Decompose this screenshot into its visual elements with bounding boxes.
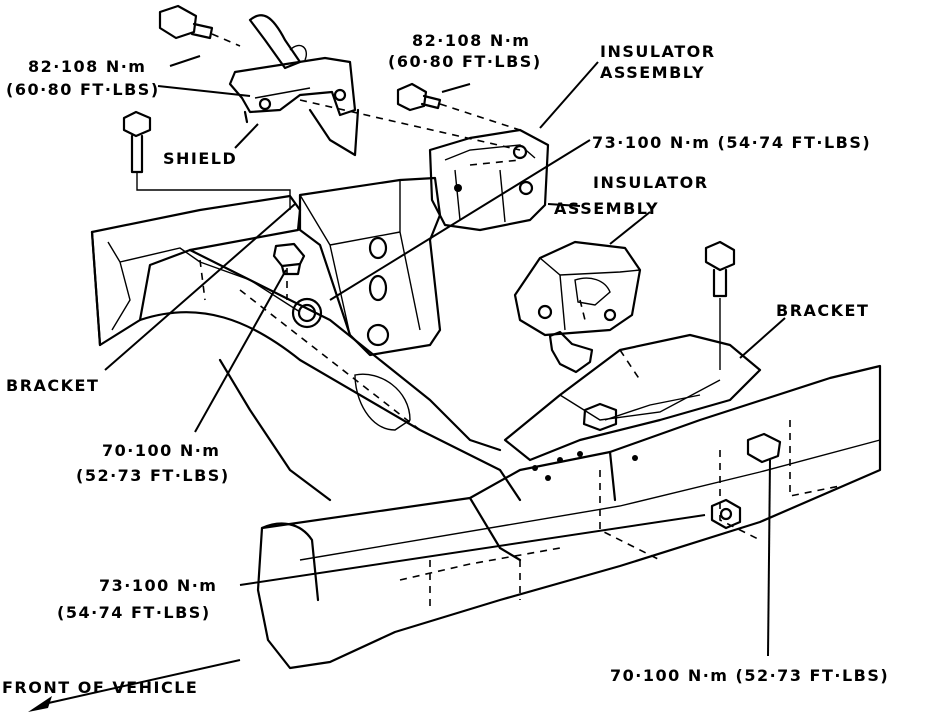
torque-label-82-108-top: 82·108 N·m (412, 31, 531, 50)
insulator-assembly-label-2a: INSULATOR (593, 173, 709, 192)
crossmember (90, 194, 522, 502)
leader-lines (28, 55, 786, 712)
torque-label-82-108-top-ft: (60·80 FT·LBS) (388, 52, 542, 71)
insulator-assembly-label-2b: ASSEMBLY (554, 199, 660, 218)
torque-label-82-108-left: 82·108 N·m (28, 57, 147, 76)
left-bracket-shape (298, 176, 442, 357)
bracket-label-right: BRACKET (776, 301, 870, 320)
bracket-label-left: BRACKET (6, 376, 100, 395)
torque-label-70-100-left: 70·100 N·m (102, 441, 221, 460)
torque-label-73-100-upper: 73·100 N·m (54·74 FT·LBS) (592, 133, 872, 152)
torque-label-73-100-lower-ft: (54·74 FT·LBS) (57, 603, 211, 622)
torque-label-73-100-lower: 73·100 N·m (99, 576, 218, 595)
insulator-assembly-upper (428, 128, 550, 232)
insulator-assembly-label-1b: ASSEMBLY (600, 63, 706, 82)
shield-label: SHIELD (163, 149, 238, 168)
torque-label-70-100-right: 70·100 N·m (52·73 FT·LBS) (610, 666, 890, 685)
front-of-vehicle-label: FRONT OF VEHICLE (2, 678, 199, 697)
frame-rail (256, 364, 882, 670)
insulator-assembly-lower (513, 240, 642, 337)
right-bracket-shape (503, 333, 762, 481)
insulator-assembly-label-1a: INSULATOR (600, 42, 716, 61)
fasteners (122, 4, 782, 530)
assembly-lines (136, 33, 721, 370)
torque-label-82-108-left-ft: (60·80 FT·LBS) (6, 80, 160, 99)
torque-label-70-100-left-ft: (52·73 FT·LBS) (76, 466, 230, 485)
